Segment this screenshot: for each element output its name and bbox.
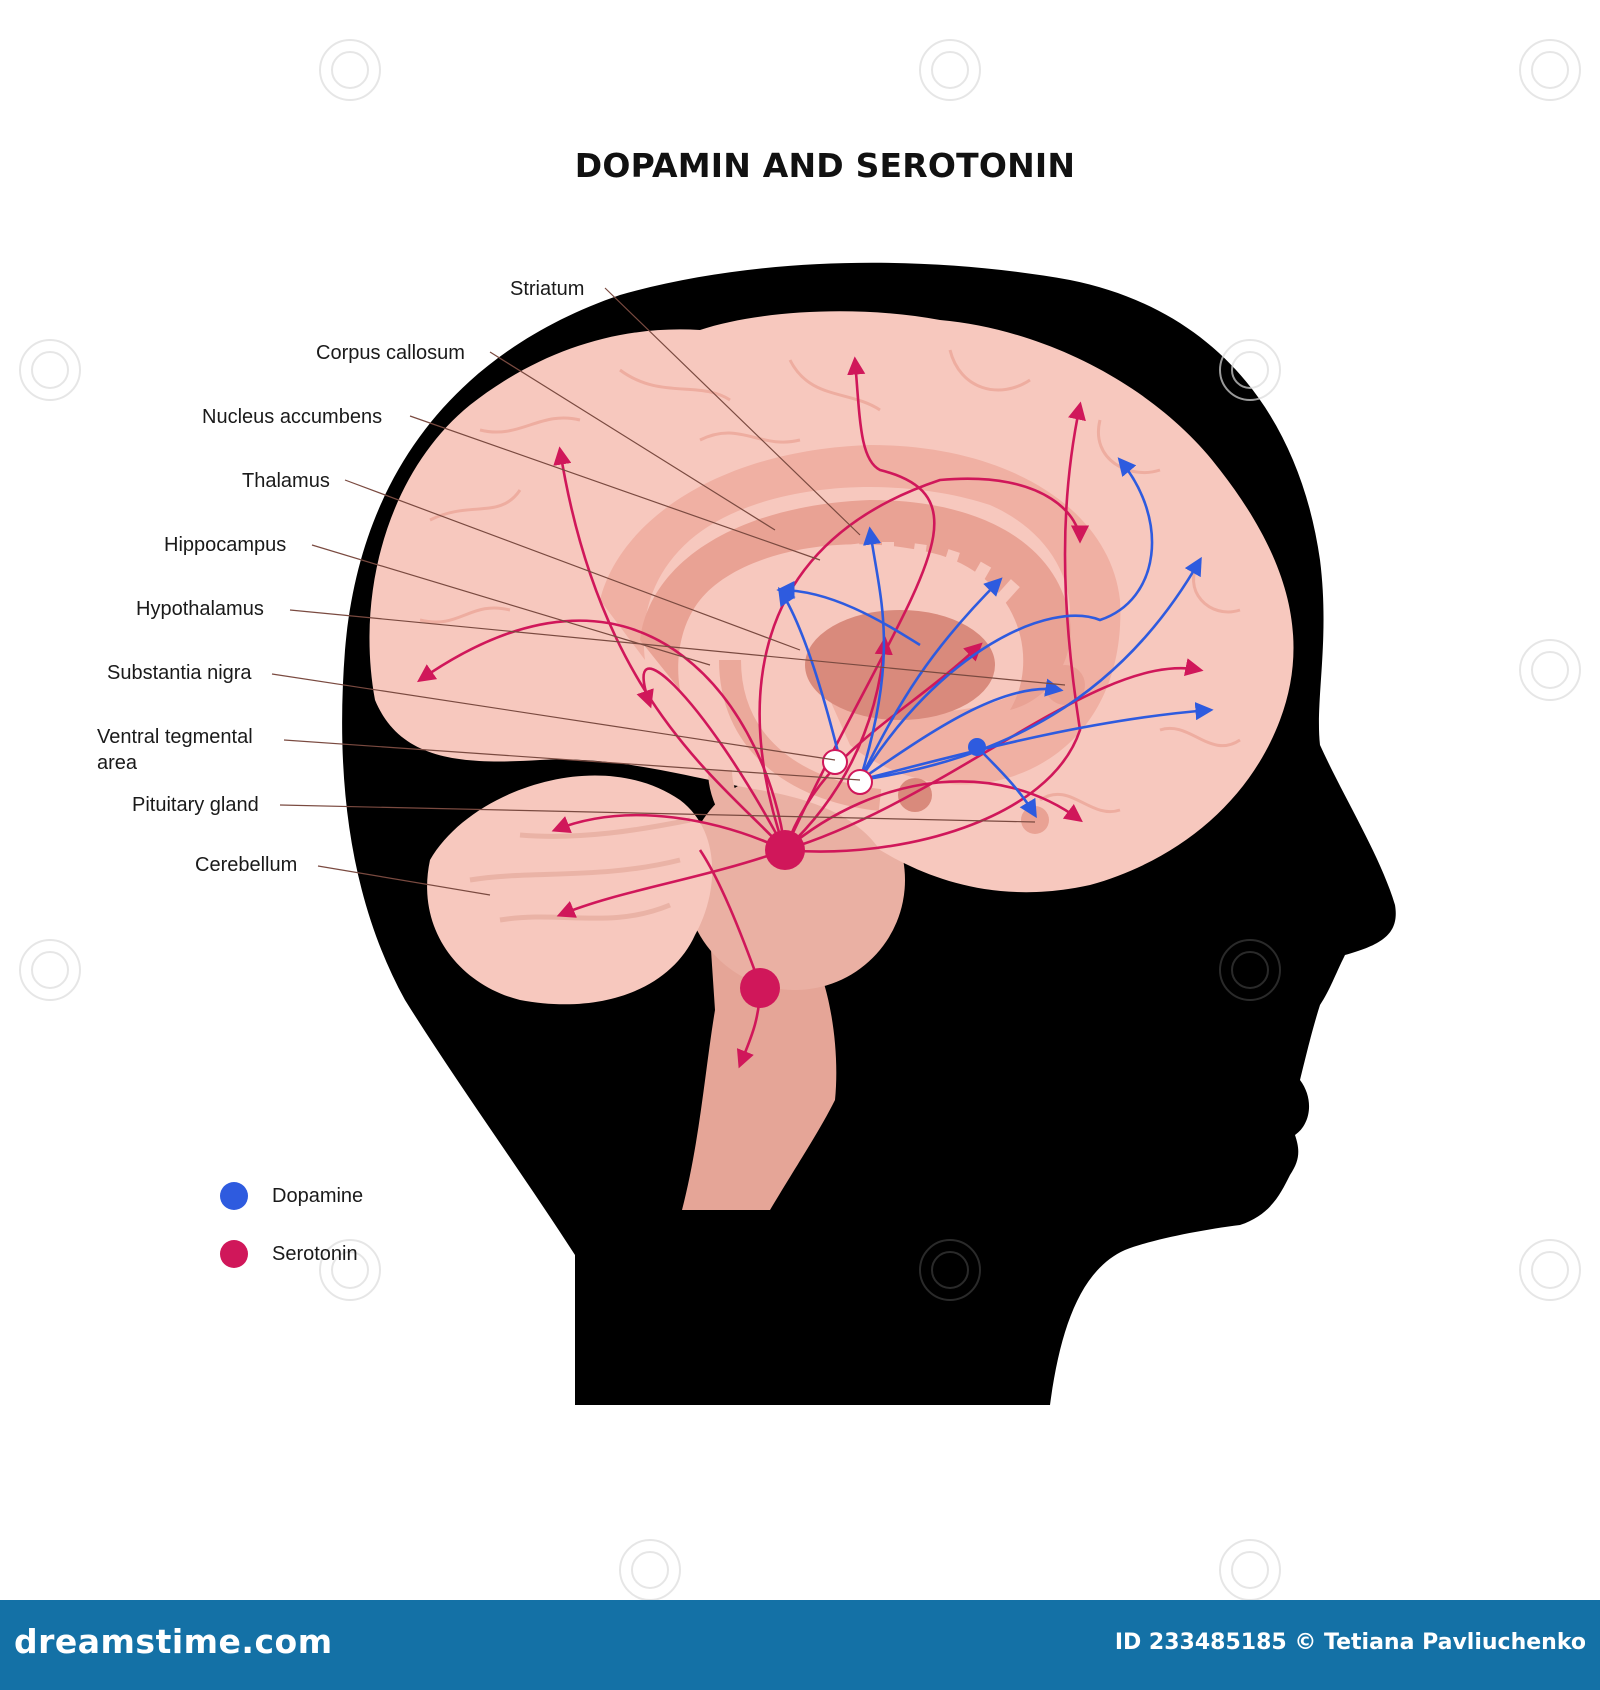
label-ventral-tegmental-area: Ventral tegmental area bbox=[97, 726, 253, 774]
footer-bar: dreamstime.com ID 233485185 © Tetiana Pa… bbox=[0, 1600, 1600, 1690]
label-cerebellum: Cerebellum bbox=[195, 854, 298, 876]
vta-node bbox=[822, 749, 848, 775]
image-credit: ID 233485185 © Tetiana Pavliuchenko bbox=[1114, 1630, 1586, 1655]
label-thalamus: Thalamus bbox=[242, 470, 330, 492]
brand-logo[interactable]: dreamstime.com bbox=[14, 1622, 333, 1661]
label-pituitary-gland: Pituitary gland bbox=[132, 794, 259, 816]
label-hippocampus: Hippocampus bbox=[164, 534, 287, 556]
dopamine-node bbox=[968, 738, 986, 756]
legend-dopamine-swatch bbox=[220, 1182, 248, 1210]
label-nucleus-accumbens: Nucleus accumbens bbox=[202, 406, 383, 428]
brain-diagram bbox=[19, 39, 1581, 1600]
raphe-nucleus-lower bbox=[740, 968, 780, 1008]
label-corpus-callosum: Corpus callosum bbox=[316, 342, 465, 364]
legend-serotonin-swatch bbox=[220, 1240, 248, 1268]
label-striatum: Striatum bbox=[510, 278, 585, 300]
raphe-nucleus-upper bbox=[765, 830, 805, 870]
legend-serotonin-label: Serotonin bbox=[272, 1243, 358, 1265]
label-substantia-nigra: Substantia nigra bbox=[107, 662, 252, 684]
label-hypothalamus: Hypothalamus bbox=[136, 598, 264, 620]
legend-dopamine-label: Dopamine bbox=[272, 1185, 364, 1207]
cerebellum-shape bbox=[427, 775, 713, 1005]
diagram-title: DOPAMIN AND SEROTONIN bbox=[574, 146, 1076, 185]
substantia-nigra-node bbox=[847, 769, 873, 795]
